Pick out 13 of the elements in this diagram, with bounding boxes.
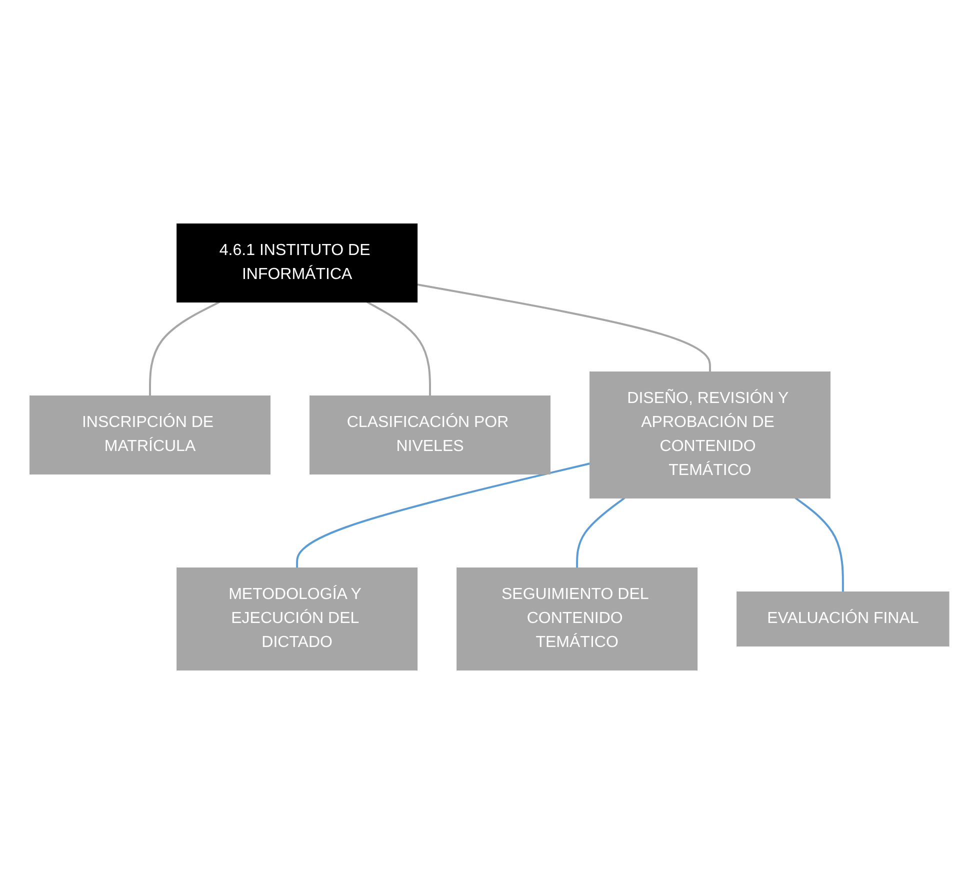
connector <box>416 284 711 372</box>
node-box: SEGUIMIENTO DEL CONTENIDO TEMÁTICO <box>456 568 698 670</box>
node-box: METODOLOGÍA Y EJECUCIÓN DEL DICTADO <box>176 568 418 670</box>
node-box: EVALUACIÓN FINAL <box>736 592 949 646</box>
connector <box>148 301 220 396</box>
node-box: INSCRIPCIÓN DE MATRÍCULA <box>29 396 270 474</box>
connector <box>794 497 844 592</box>
connector <box>576 497 625 568</box>
node-box: DISEÑO, REVISIÓN Y APROBACIÓN DE CONTENIDO TEMÁTICO <box>589 372 830 498</box>
node-box: CLASIFICACIÓN POR NIVELES <box>309 396 550 474</box>
connector <box>366 301 431 396</box>
node-box: 4.6.1 INSTITUTO DE INFORMÁTICA <box>176 224 418 302</box>
connector <box>296 462 590 568</box>
